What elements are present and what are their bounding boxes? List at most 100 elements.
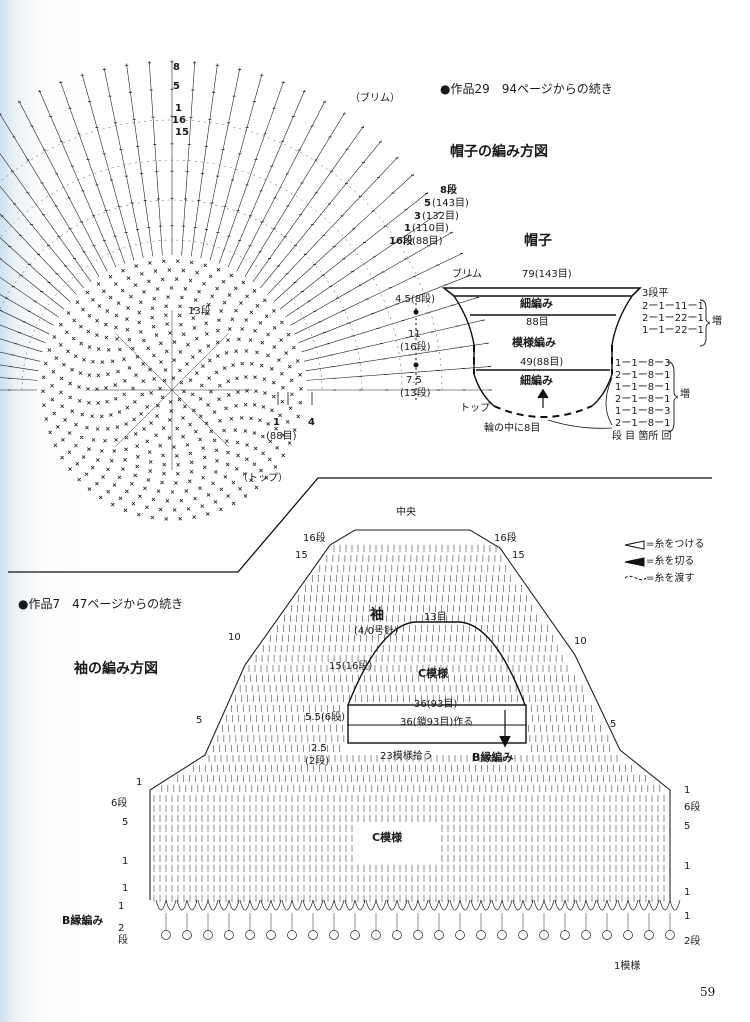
hat-seg1: 細編み — [520, 297, 553, 310]
sleeve-right-row-5b: 5 — [684, 821, 691, 832]
hat-schematic-legend: 段 目 箇所 回 — [612, 431, 672, 442]
hat-schematic-brim: ブリム — [452, 269, 482, 280]
sleeve-legend-carry: =糸を渡す — [646, 573, 695, 584]
hat-seg3: 細編み — [520, 374, 553, 387]
sleeve-left-row-5: 5 — [196, 715, 203, 726]
sleeve-schematic-h3-rows: (2段) — [305, 756, 330, 767]
sleeve-right-row-1d: 1 — [684, 911, 691, 922]
sleeve-b-edge-row-2: 2 — [118, 923, 125, 934]
sleeve-left-row-1b: 1 — [122, 856, 129, 867]
sleeve-diagram-title: 袖の編み方図 — [74, 661, 158, 677]
hat-height-3-rows: (13段) — [400, 388, 431, 399]
sleeve-center-label: 中央 — [396, 507, 416, 518]
hat-schematic-title: 帽子 — [524, 233, 552, 249]
sleeve-b-edge-row-unit: 段 — [118, 935, 128, 946]
sleeve-right-row-1a: 1 — [684, 785, 691, 796]
sleeve-schematic-pickup: 23模様拾う — [380, 751, 433, 762]
hat-right-2-5: 2ー1ー8ー1 — [615, 418, 671, 429]
sleeve-left-row-15: 15 — [295, 550, 308, 561]
sleeve-right-row-15: 15 — [512, 550, 525, 561]
hat-bottom-1-count: (88目) — [266, 431, 297, 442]
hat-schematic-top: トップ — [460, 403, 490, 414]
sleeve-legend-symbols — [624, 540, 647, 581]
sleeve-schematic-chain: 36(鎖93目)作る — [400, 717, 474, 728]
hat-height-3: 7.5 — [406, 375, 422, 386]
hat-height-2-rows: (16段) — [400, 342, 431, 353]
hat-brim-row3: 3 — [414, 211, 421, 222]
sleeve-legend-attach: =糸をつける — [646, 539, 705, 550]
hat-height-2: 11 — [408, 329, 421, 340]
hat-row-1: 1 — [175, 103, 182, 114]
sleeve-legend-cut: =糸を切る — [646, 556, 695, 567]
sleeve-schematic-width: 36(93目) — [414, 699, 458, 710]
hat-right-2-4: 1ー1ー8ー3 — [615, 406, 671, 417]
sleeve-right-row-2: 2段 — [684, 936, 701, 947]
sleeve-schematic-height: 15(16段) — [329, 661, 373, 672]
hat-brim-row16: 16段 — [389, 236, 413, 247]
sleeve-left-row-10: 10 — [228, 632, 241, 643]
sleeve-left-row-6: 6段 — [111, 798, 128, 809]
hat-row-5: 5 — [173, 81, 180, 92]
sleeve-left-row-16: 16段 — [303, 533, 326, 544]
sleeve-c-pattern-label: C模様 — [362, 826, 413, 849]
hat-right-1-0: 3段平 — [642, 288, 669, 299]
sleeve-right-row-16: 16段 — [494, 533, 517, 544]
sleeve-stitch-chart — [149, 529, 681, 940]
sleeve-schematic-h3: 2.5 — [311, 743, 327, 754]
sleeve-right-row-6: 6段 — [684, 802, 701, 813]
sleeve-schematic-title: 袖 — [370, 607, 384, 623]
hat-bottom-4: 4 — [308, 417, 315, 428]
hat-row-15: 15 — [175, 127, 189, 138]
hat-right-2-0: 1ー1ー8ー3 — [615, 358, 671, 369]
hat-row-8: 8 — [173, 62, 180, 73]
sleeve-right-row-5: 5 — [610, 719, 617, 730]
sleeve-schematic — [347, 621, 527, 748]
hat-brim-row1: 1 — [404, 223, 411, 234]
sleeve-right-row-1b: 1 — [684, 861, 691, 872]
sleeve-needle: (4/0号針) — [354, 626, 398, 637]
sleeve-repeat-label: 1模様 — [614, 961, 641, 972]
hat-seg2: 模様編み — [512, 336, 556, 349]
sleeve-left-row-1c: 1 — [122, 883, 129, 894]
hat-bottom-1: 1 — [273, 417, 280, 428]
hat-row-13: 13段 — [188, 306, 211, 317]
hat-inc-label-1: 増 — [712, 316, 722, 327]
hat-brim-row3-count: (132目) — [422, 211, 459, 222]
hat-right-2-2: 1ー1ー8ー1 — [615, 382, 671, 393]
hat-top-label: （トップ） — [238, 473, 288, 484]
sleeve-continued-note: ●作品7 47ページからの続き — [18, 597, 184, 611]
hat-brim-row5: 5 — [424, 198, 431, 209]
hat-right-1-2: 2ー1ー22ー1 — [642, 313, 704, 324]
hat-right-1-3: 1ー1ー22ー1 — [642, 325, 704, 336]
sleeve-right-row-10: 10 — [574, 636, 587, 647]
hat-brim-row8: 8段 — [440, 185, 457, 196]
sleeve-schematic-edge: B縁編み — [472, 751, 514, 764]
sleeve-right-row-1c: 1 — [684, 887, 691, 898]
sleeve-b-edge-label: B縁編み — [62, 914, 104, 927]
sleeve-schematic-top: 13目 — [424, 612, 447, 623]
hat-inc-label-2: 増 — [680, 389, 690, 400]
hat-brim-row5-count: (143目) — [432, 198, 469, 209]
hat-right-2-1: 2ー1ー8ー1 — [615, 370, 671, 381]
hat-diagram-title: 帽子の編み方図 — [450, 144, 548, 160]
sleeve-left-row-1a: 1 — [136, 777, 143, 788]
hat-pointers — [277, 392, 313, 405]
hat-continued-note: ●作品29 94ページからの続き — [440, 82, 613, 96]
hat-brim-row16-count: (88目) — [412, 236, 443, 247]
hat-schematic-top-count: 79(143目) — [522, 269, 572, 280]
hat-right-2-3: 2ー1ー8ー1 — [615, 394, 671, 405]
hat-brim-row1-count: (110目) — [412, 223, 449, 234]
sleeve-b-edge-row-1: 1 — [118, 901, 125, 912]
hat-stitch-chart — [0, 60, 492, 521]
hat-brim-label: （ブリム） — [350, 93, 400, 104]
section-divider — [8, 477, 712, 573]
hat-ring-note: 輪の中に8目 — [484, 423, 541, 434]
hat-row-16: 16 — [172, 115, 186, 126]
sleeve-left-row-5b: 5 — [122, 817, 129, 828]
hat-schematic — [413, 287, 711, 433]
hat-right-1-1: 2ー1ー11ー1 — [642, 301, 704, 312]
sleeve-schematic-pattern: C模様 — [418, 667, 449, 680]
sleeve-schematic-h2: 5.5(6段) — [305, 712, 346, 723]
hat-seg1-count: 88目 — [526, 317, 549, 328]
